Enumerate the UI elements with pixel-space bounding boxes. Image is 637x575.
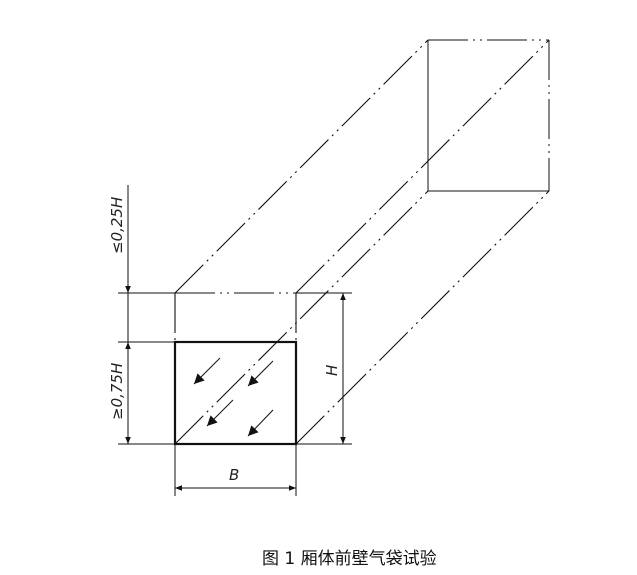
front-face <box>173 292 298 446</box>
back-box <box>427 39 550 192</box>
force-arrow-icon <box>206 399 234 427</box>
force-arrow-icon <box>193 357 221 385</box>
force-arrows <box>193 357 274 437</box>
label-width: B <box>229 466 239 484</box>
force-arrow-icon <box>247 409 274 437</box>
label-bottom-dim: ≥0,75H <box>108 363 126 420</box>
label-top-dim: ≤0,25H <box>108 197 126 254</box>
airbag-area <box>173 340 298 446</box>
dimensions <box>118 185 352 496</box>
figure-caption: 图 1 厢体前壁气袋试验 <box>262 549 437 569</box>
perspective-edges <box>174 39 550 445</box>
label-height: H <box>323 365 341 376</box>
force-arrow-icon <box>247 360 274 387</box>
